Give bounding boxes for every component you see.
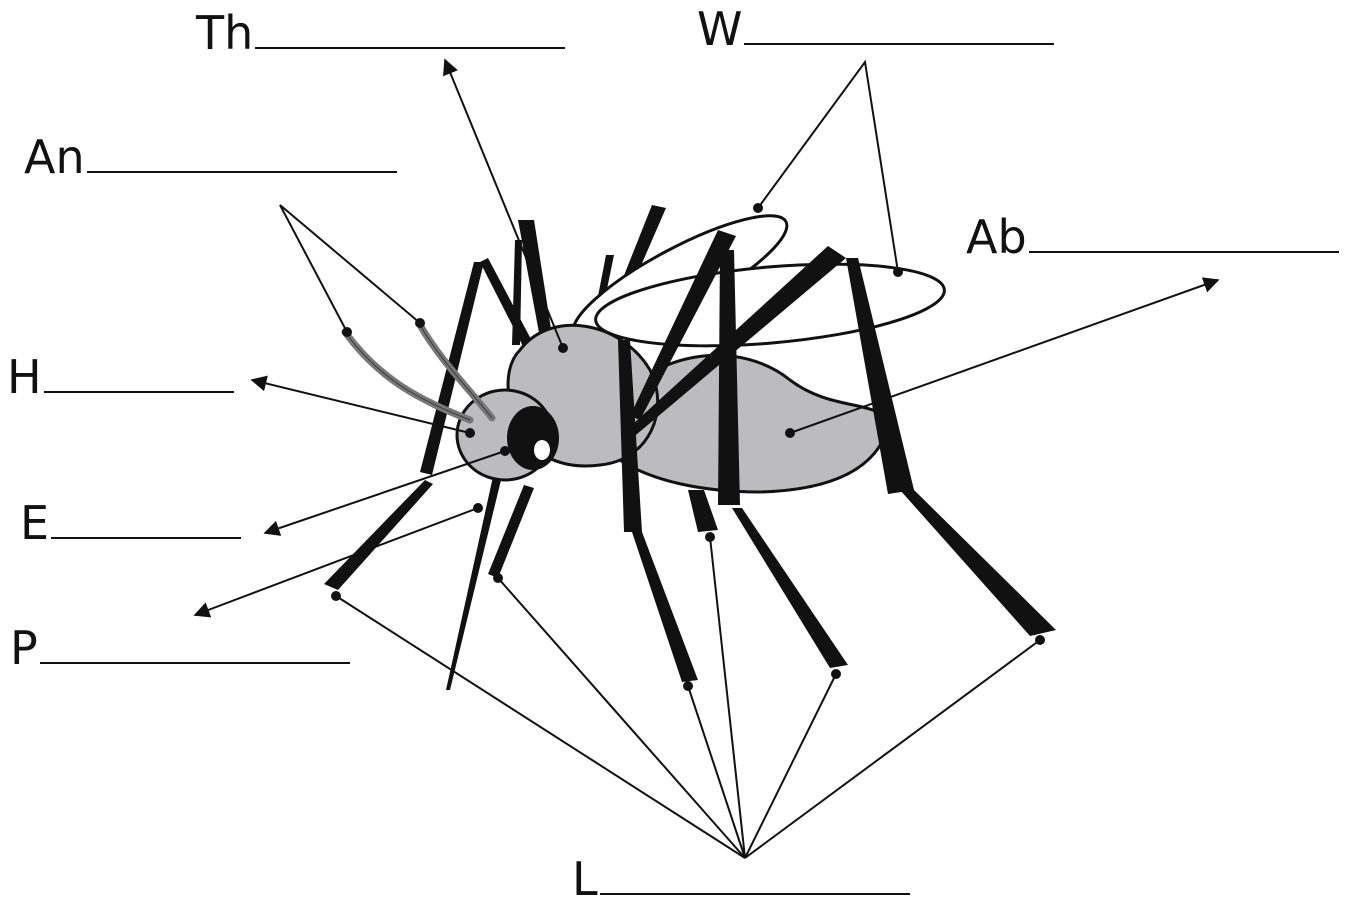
label-head: H [7,354,234,400]
blank-antennae[interactable] [87,171,397,173]
label-proboscis-text: P [10,621,38,675]
blank-wings[interactable] [744,43,1054,45]
label-legs: L [572,856,910,902]
blank-head[interactable] [44,391,234,393]
label-wings-text: W [697,2,742,56]
label-thorax: Th [196,10,565,56]
label-proboscis: P [10,625,350,671]
label-head-text: H [7,350,42,404]
eye-pointer [265,451,505,533]
label-legs-text: L [572,852,598,906]
blank-thorax[interactable] [255,47,565,49]
blank-proboscis[interactable] [40,662,350,664]
label-thorax-text: Th [196,6,253,60]
label-abdomen: Ab [966,214,1339,260]
label-eye-text: E [20,496,49,550]
label-antennae-text: An [24,130,85,184]
blank-legs[interactable] [600,893,910,895]
label-wings: W [697,6,1054,52]
blank-abdomen[interactable] [1029,251,1339,253]
antennae-pointer [280,205,420,332]
label-abdomen-text: Ab [966,210,1027,264]
blank-eye[interactable] [51,537,241,539]
label-antennae: An [24,134,397,180]
label-eye: E [20,500,241,546]
legs-pointer [336,537,1040,858]
eye [507,406,559,470]
